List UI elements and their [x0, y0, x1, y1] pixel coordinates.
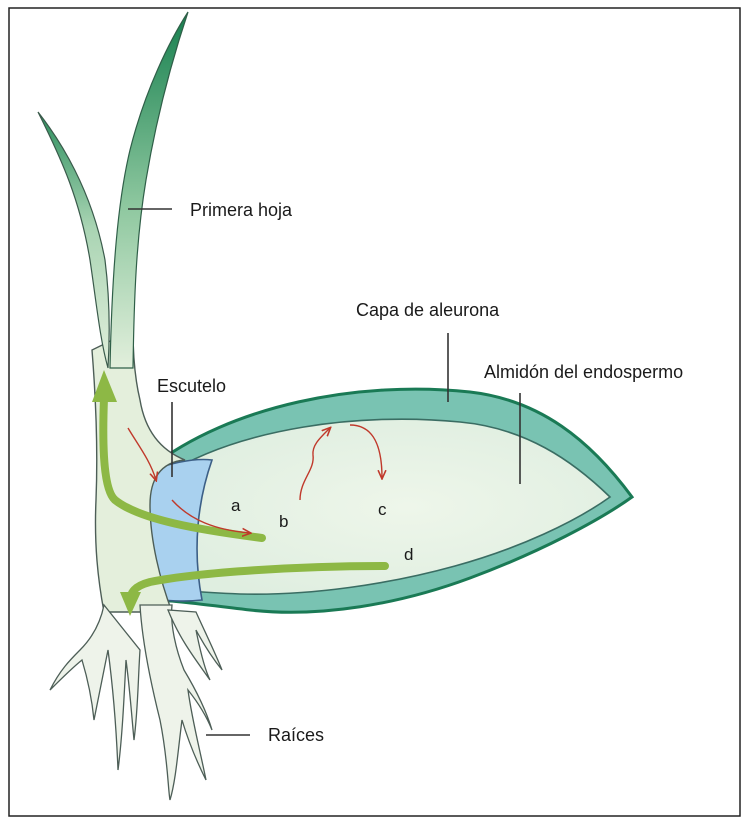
label-escutelo: Escutelo — [157, 376, 226, 396]
letter-d: d — [404, 545, 413, 564]
letter-a: a — [231, 496, 241, 515]
letter-b: b — [279, 512, 288, 531]
label-capa-aleurona: Capa de aleurona — [356, 300, 500, 320]
label-raices: Raíces — [268, 725, 324, 745]
label-primera-hoja: Primera hoja — [190, 200, 293, 220]
label-almidon: Almidón del endospermo — [484, 362, 683, 382]
letter-c: c — [378, 500, 387, 519]
